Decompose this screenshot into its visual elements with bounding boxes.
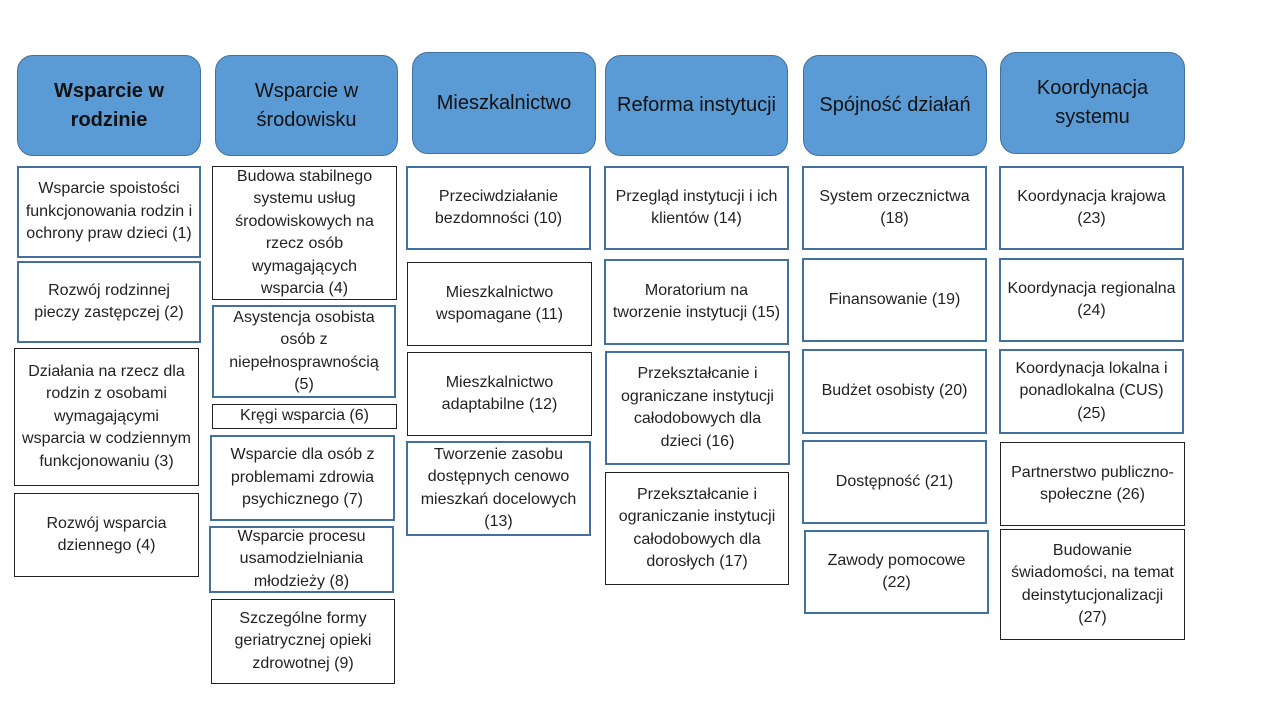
item-2: Rozwój rodzinnej pieczy zastępczej (2)	[17, 261, 201, 343]
header-koordynacja-systemu: Koordynacja systemu	[1000, 52, 1185, 154]
item-22: Zawody pomocowe (22)	[804, 530, 989, 614]
item-13: Tworzenie zasobu dostępnych cenowo miesz…	[406, 441, 591, 536]
header-reforma-instytucji: Reforma instytucji	[605, 55, 788, 156]
item-1: Wsparcie spoistości funkcjonowania rodzi…	[17, 166, 201, 258]
item-26: Partnerstwo publiczno-społeczne (26)	[1000, 442, 1185, 526]
item-11: Mieszkalnictwo wspomagane (11)	[407, 262, 592, 346]
item-25-label: Koordynacja lokalna i ponadlokalna (CUS)	[1015, 359, 1168, 400]
header-wsparcie-w-srodowisku: Wsparcie w środowisku	[215, 55, 398, 156]
item-15: Moratorium na tworzenie instytucji (15)	[604, 259, 789, 345]
item-3: Działania na rzecz dla rodzin z osobami …	[14, 348, 199, 486]
item-17: Przekształcanie i ograniczanie instytucj…	[605, 472, 789, 585]
item-5: Asystencja osobista osób z niepełnospraw…	[212, 305, 396, 398]
header-wsparcie-w-rodzinie: Wsparcie w rodzinie	[17, 55, 201, 156]
item-20: Budżet osobisty (20)	[802, 349, 987, 434]
item-4-rodzina: Rozwój wsparcia dziennego (4)	[14, 493, 199, 577]
item-10: Przeciwdziałanie bezdomności (10)	[406, 166, 591, 250]
item-6: Kręgi wsparcia (6)	[212, 404, 397, 429]
item-9: Szczególne formy geriatrycznej opieki zd…	[211, 599, 395, 684]
item-14: Przegląd instytucji i ich klientów (14)	[604, 166, 789, 250]
item-19: Finansowanie (19)	[802, 258, 987, 342]
item-18: System orzecznictwa (18)	[802, 166, 987, 250]
header-mieszkalnictwo: Mieszkalnictwo	[412, 52, 596, 154]
header-spojnosc-dzialan: Spójność działań	[803, 55, 987, 156]
item-23: Koordynacja krajowa (23)	[999, 166, 1184, 250]
item-25: Koordynacja lokalna i ponadlokalna (CUS)…	[999, 349, 1184, 434]
item-24: Koordynacja regionalna (24)	[999, 258, 1184, 342]
item-16: Przekształcanie i ograniczane instytucji…	[605, 351, 790, 465]
item-12: Mieszkalnictwo adaptabilne (12)	[407, 352, 592, 436]
item-25-number: (25)	[1077, 404, 1106, 422]
item-4-srodowisko: Budowa stabilnego systemu usług środowis…	[212, 166, 397, 300]
item-21: Dostępność (21)	[802, 440, 987, 524]
item-8: Wsparcie procesu usamodzielniania młodzi…	[209, 526, 394, 593]
item-7: Wsparcie dla osób z problemami zdrowia p…	[210, 435, 395, 521]
item-27: Budowanie świadomości, na temat deinstyt…	[1000, 529, 1185, 640]
